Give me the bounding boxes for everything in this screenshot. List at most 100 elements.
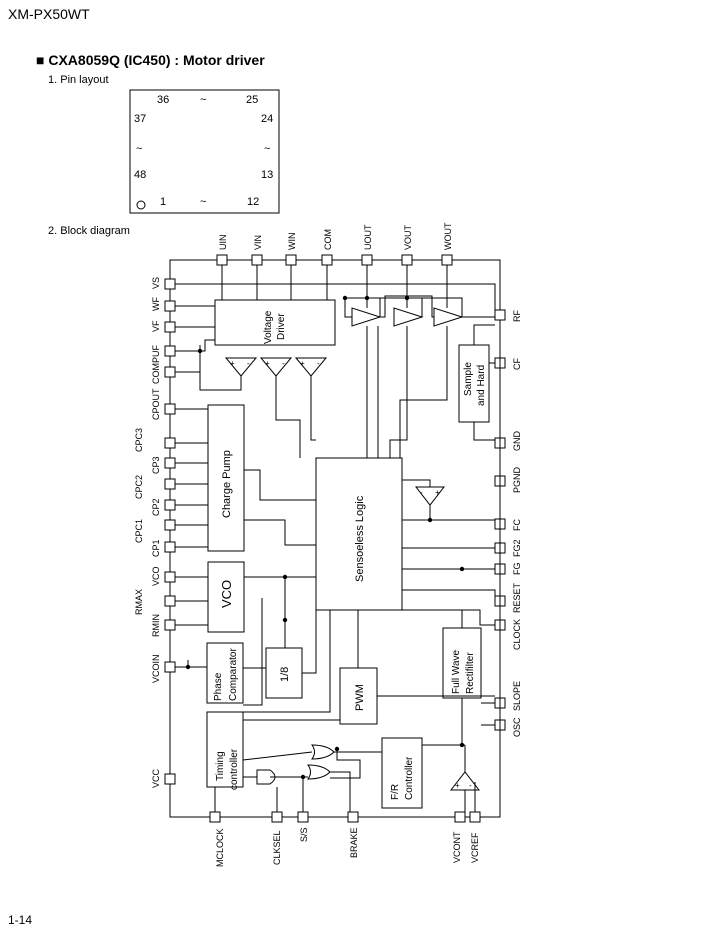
pin-label-fg2: FG2 <box>512 539 522 557</box>
comparator-signs: + - + - + - - + + - <box>230 359 472 790</box>
pin-label-cpc2: CPC2 <box>134 475 144 499</box>
page-number: 1-14 <box>8 913 33 927</box>
junction <box>300 774 306 780</box>
plus-sign: + <box>455 781 460 790</box>
pin-label: 48 <box>134 169 146 181</box>
junction <box>404 295 410 301</box>
pin-uf <box>164 345 176 357</box>
comparator-u <box>224 357 258 377</box>
pin-win <box>285 254 297 266</box>
sample-hold-label: and Hard <box>476 365 487 406</box>
pin-label: 1 <box>160 196 166 208</box>
pin-mclock <box>209 811 221 823</box>
fr-controller-label: Controller <box>404 756 415 800</box>
diagram-labels: UIN VIN WIN COM UOUT VOUT WOUT VS WF VF … <box>134 222 522 867</box>
left-pins <box>164 278 176 785</box>
junction <box>364 295 370 301</box>
pin-clksel <box>271 811 283 823</box>
pin-cpc2 <box>164 478 176 490</box>
phase-comparator-block <box>206 642 244 704</box>
pin-vs <box>164 278 176 290</box>
pin-label-ss: S/S <box>299 827 309 842</box>
pin-cpc1 <box>164 519 176 531</box>
pin-label-cf: CF <box>512 358 522 370</box>
pin-wf <box>164 300 176 312</box>
full-wave-label: Rectifilter <box>465 652 476 694</box>
vco-label: VCO <box>219 580 234 608</box>
pin-label-mclock: MCLOCK <box>215 828 225 867</box>
driver-w-amp <box>433 307 464 327</box>
comparator-w <box>294 357 328 377</box>
pin-label-uin: UIN <box>218 235 228 251</box>
pin-vcont <box>454 811 466 823</box>
pin-rmax <box>164 595 176 607</box>
junction <box>459 742 465 748</box>
junction <box>282 574 288 580</box>
minus-sign: - <box>247 359 250 368</box>
pin-vin <box>251 254 263 266</box>
pin-label: 25 <box>246 94 258 106</box>
fr-controller-block <box>381 737 423 809</box>
pin-label-com: COM <box>323 229 333 250</box>
section-title: ■ CXA8059Q (IC450) : Motor driver <box>36 52 265 68</box>
pin-label-clksel: CLKSEL <box>272 830 282 865</box>
pin-label-cpc3: CPC3 <box>134 428 144 452</box>
junction <box>185 664 191 670</box>
pin-label-rmin: RMIN <box>151 614 161 637</box>
pin-vco <box>164 571 176 583</box>
pin-com <box>321 254 333 266</box>
pin-label: ~ <box>200 94 206 106</box>
full-wave-label: Full Wave <box>451 649 462 694</box>
timing-controller-block <box>206 711 244 788</box>
pin-label-wf: WF <box>151 297 161 311</box>
pin-rmin <box>164 619 176 631</box>
pin-label-cp3: CP3 <box>151 456 161 474</box>
pin-label-osc: OSC <box>512 717 522 737</box>
pin-brake <box>347 811 359 823</box>
phase-comparator-label: Phase <box>213 672 224 701</box>
sensorless-logic-label: Sensoeless Logic <box>354 495 366 582</box>
pin-label: ~ <box>200 196 206 208</box>
pin-cpout <box>164 403 176 415</box>
timing-controller-label: Timing <box>215 751 226 781</box>
pin-cp2 <box>164 499 176 511</box>
pin-label-gnd: GND <box>512 431 522 452</box>
sample-hold-label: Sample <box>463 362 474 396</box>
junction <box>197 348 203 354</box>
pin-wout <box>441 254 453 266</box>
pin-label-cpout: CPOUT <box>151 388 161 420</box>
pin-label-vf: VF <box>151 320 161 332</box>
pin-label-vco: VCO <box>151 566 161 586</box>
pin-layout: 36 ~ 25 37 24 ~ ~ 48 13 1 ~ 12 <box>129 89 280 214</box>
pin-label: ~ <box>136 143 142 155</box>
pin-label-rmax: RMAX <box>134 589 144 615</box>
plus-sign: + <box>230 359 235 368</box>
pin-label-cp1: CP1 <box>151 539 161 557</box>
plus-sign: + <box>300 359 305 368</box>
charge-pump-block <box>207 404 245 552</box>
pin-vf <box>164 321 176 333</box>
pin-cp3 <box>164 457 176 469</box>
pin-vcref <box>469 811 481 823</box>
pin-label-brake: BRAKE <box>349 827 359 858</box>
timing-controller-label: controller <box>229 748 240 790</box>
pin-layout-heading: 1. Pin layout <box>48 74 109 86</box>
pin1-index-mark <box>136 200 146 210</box>
fr-controller-label: F/R <box>390 784 401 800</box>
pin-label-fc: FC <box>512 519 522 531</box>
pin-vout <box>401 254 413 266</box>
pin-label: 37 <box>134 113 146 125</box>
pin-label-vs: VS <box>151 277 161 289</box>
voltage-driver-label: Driver <box>276 313 287 340</box>
vco-block <box>207 561 245 633</box>
divider-label: 1/8 <box>279 667 291 682</box>
pin-uin <box>216 254 228 266</box>
pin-uout <box>361 254 373 266</box>
pin-label-clock: CLOCK <box>512 619 522 650</box>
comparator-v <box>259 357 293 377</box>
driver-u-amp <box>351 307 382 327</box>
junction <box>342 295 348 301</box>
block-diagram-heading: 2. Block diagram <box>48 225 130 237</box>
top-pins <box>216 254 453 266</box>
